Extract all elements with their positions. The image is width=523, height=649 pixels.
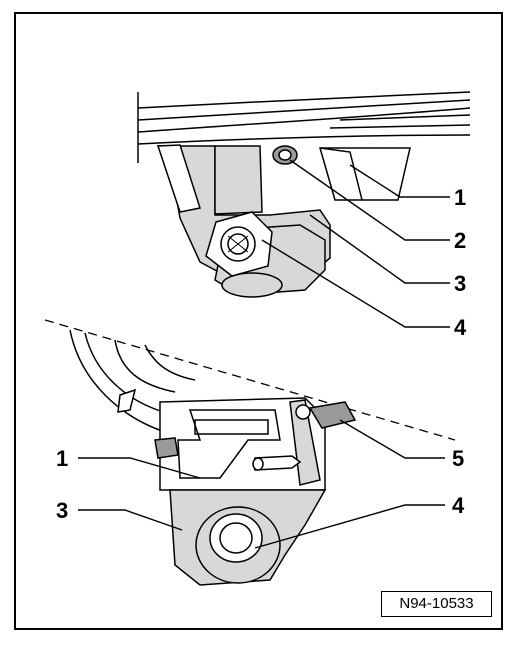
leader-top-2 bbox=[289, 159, 450, 241]
leader-top-4 bbox=[261, 239, 450, 328]
leader-bottom-4 bbox=[254, 504, 445, 549]
callout-bottom-1: 1 bbox=[56, 446, 69, 471]
top-view-drawing bbox=[137, 91, 471, 298]
callout-bottom-3: 3 bbox=[56, 498, 69, 523]
leader-top-3 bbox=[309, 214, 450, 284]
leader-top-1 bbox=[349, 164, 450, 198]
top-view-leaders bbox=[261, 159, 450, 328]
callout-top-3: 3 bbox=[454, 271, 467, 296]
callout-bottom-5: 5 bbox=[452, 446, 465, 471]
bottom-view-leaders bbox=[78, 419, 445, 549]
callout-bottom-4: 4 bbox=[452, 493, 465, 518]
leader-bottom-1 bbox=[78, 457, 201, 479]
bottom-view-drawing bbox=[44, 319, 456, 586]
callout-top-1: 1 bbox=[454, 185, 467, 210]
leader-bottom-3 bbox=[78, 509, 183, 531]
leader-bottom-5 bbox=[339, 419, 445, 459]
callout-top-4: 4 bbox=[454, 315, 467, 340]
callout-top-2: 2 bbox=[454, 228, 467, 253]
figure-id-label: N94-10533 bbox=[381, 591, 492, 617]
